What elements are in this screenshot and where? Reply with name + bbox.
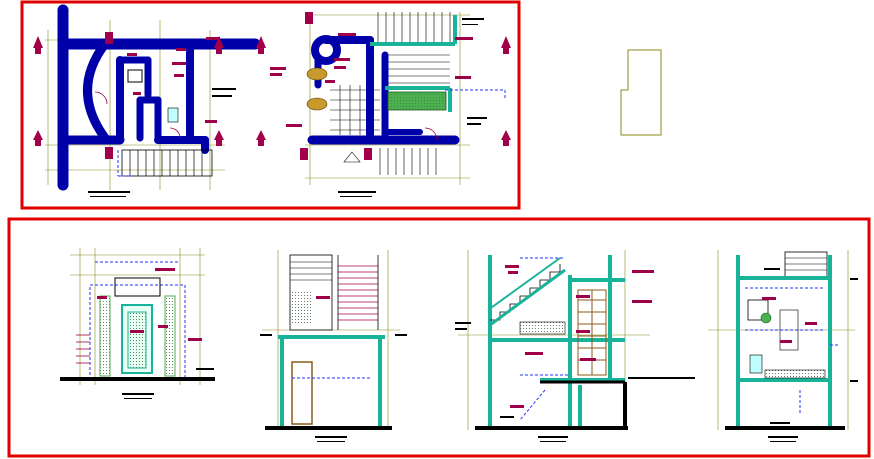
plans-frame: [20, 0, 521, 210]
section-arrow-icon: [256, 36, 266, 48]
section-arrow-icon: [33, 36, 43, 48]
section-with-stair: [455, 250, 695, 442]
site-outline-icon: [620, 49, 662, 136]
rear-elevation: [708, 250, 858, 442]
floor-plan-left: [33, 4, 261, 197]
side-elevation: [260, 250, 407, 442]
stair-icon: [377, 12, 451, 42]
elevations-frame: [7, 217, 871, 458]
stair-icon: [121, 149, 213, 177]
door-swing-icon: [94, 91, 108, 105]
front-elevation: [60, 248, 215, 399]
floor-plan-right: [256, 12, 511, 197]
